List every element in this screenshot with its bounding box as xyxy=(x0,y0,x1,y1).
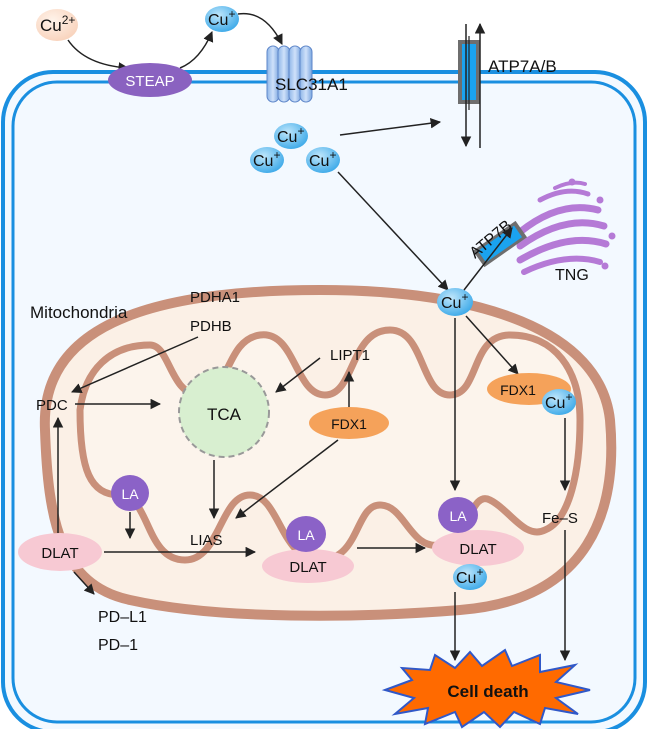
arrow-dlat-to-pdl1 xyxy=(73,571,95,595)
svg-text:LA: LA xyxy=(449,508,467,524)
cu2-charge: 2+ xyxy=(62,13,76,27)
atp7ab-transporter: ATP7A/B xyxy=(458,22,557,148)
fes-label: Fe–S xyxy=(542,510,578,527)
golgi-tng xyxy=(516,178,616,275)
cu2-ion: Cu2+ xyxy=(36,9,78,41)
pdl1-label: PD–L1 xyxy=(98,609,147,626)
svg-text:Cu+: Cu+ xyxy=(545,390,572,412)
arrow-pdh-to-pdc xyxy=(71,336,199,394)
cu2-label: Cu xyxy=(40,16,62,35)
cell-death-burst: Cell death xyxy=(381,648,591,729)
lipt1-label: LIPT1 xyxy=(330,347,370,364)
steap-label: STEAP xyxy=(125,73,174,90)
arrow-fdx1-to-lias xyxy=(235,439,339,519)
dlat-lipoylated: DLAT LA xyxy=(262,516,354,583)
tca-cycle: TCA xyxy=(178,366,270,458)
svg-text:Cu+: Cu+ xyxy=(253,148,280,170)
svg-text:Cu+: Cu+ xyxy=(309,148,336,170)
pdc-label: PDC xyxy=(36,397,68,414)
svg-text:Cu2+: Cu2+ xyxy=(40,13,75,35)
cell-death-label: Cell death xyxy=(447,682,528,701)
pdhb-label: PDHB xyxy=(190,318,232,335)
cu-ion-cytoplasm-3: Cu+ xyxy=(306,147,340,173)
steap-protein: STEAP xyxy=(108,63,192,97)
slc31a1-label: SLC31A1 xyxy=(275,75,348,94)
arrow-steap-to-cu xyxy=(179,31,214,69)
svg-text:Cu+: Cu+ xyxy=(456,565,483,587)
arrow-cu-to-fdx1 xyxy=(465,315,519,375)
slc31a1-channel: SLC31A1 xyxy=(266,45,348,103)
atp7ab-label: ATP7A/B xyxy=(488,57,557,76)
dlat-aggregated: DLAT LA Cu+ xyxy=(432,497,524,590)
fdx1-protein: FDX1 xyxy=(309,407,389,439)
arrow-cu-to-slc31a1 xyxy=(237,12,283,45)
dlat-aggregated-label: DLAT xyxy=(459,541,496,558)
arrow-cu2-to-steap xyxy=(67,39,130,73)
cu-ion-cytoplasm-1: Cu+ xyxy=(274,123,308,149)
arrow-lipt1-to-tca xyxy=(275,357,321,393)
svg-text:Cu+: Cu+ xyxy=(208,7,235,29)
cu-ion-cytoplasm-2: Cu+ xyxy=(250,147,284,173)
svg-text:Cu+: Cu+ xyxy=(441,290,468,312)
svg-text:LA: LA xyxy=(297,527,315,543)
arrow-cu-to-atp7b xyxy=(463,227,513,291)
svg-text:LA: LA xyxy=(121,486,139,502)
tng-label: TNG xyxy=(555,267,589,284)
svg-text:Cu+: Cu+ xyxy=(277,124,304,146)
dlat-left: DLAT xyxy=(18,533,102,571)
lias-label: LIAS xyxy=(190,532,223,549)
tca-label: TCA xyxy=(207,405,242,424)
fdx1-cu-complex: FDX1 Cu+ xyxy=(487,373,576,415)
dlat-left-label: DLAT xyxy=(41,545,78,562)
arrow-cu-to-central-cu xyxy=(337,171,449,291)
cu-ion-central: Cu+ xyxy=(437,288,473,316)
fdx1-label: FDX1 xyxy=(331,416,367,432)
dlat-lipoylated-label: DLAT xyxy=(289,559,326,576)
fdx1-right-label: FDX1 xyxy=(500,382,536,398)
arrow-cu-to-atp7ab xyxy=(339,118,442,136)
mitochondria-title: Mitochondria xyxy=(30,303,128,322)
pdha1-label: PDHA1 xyxy=(190,289,240,306)
la-free: LA xyxy=(111,475,149,511)
pd1-label: PD–1 xyxy=(98,637,138,654)
cu-ion-extracellular: Cu+ xyxy=(205,6,239,32)
